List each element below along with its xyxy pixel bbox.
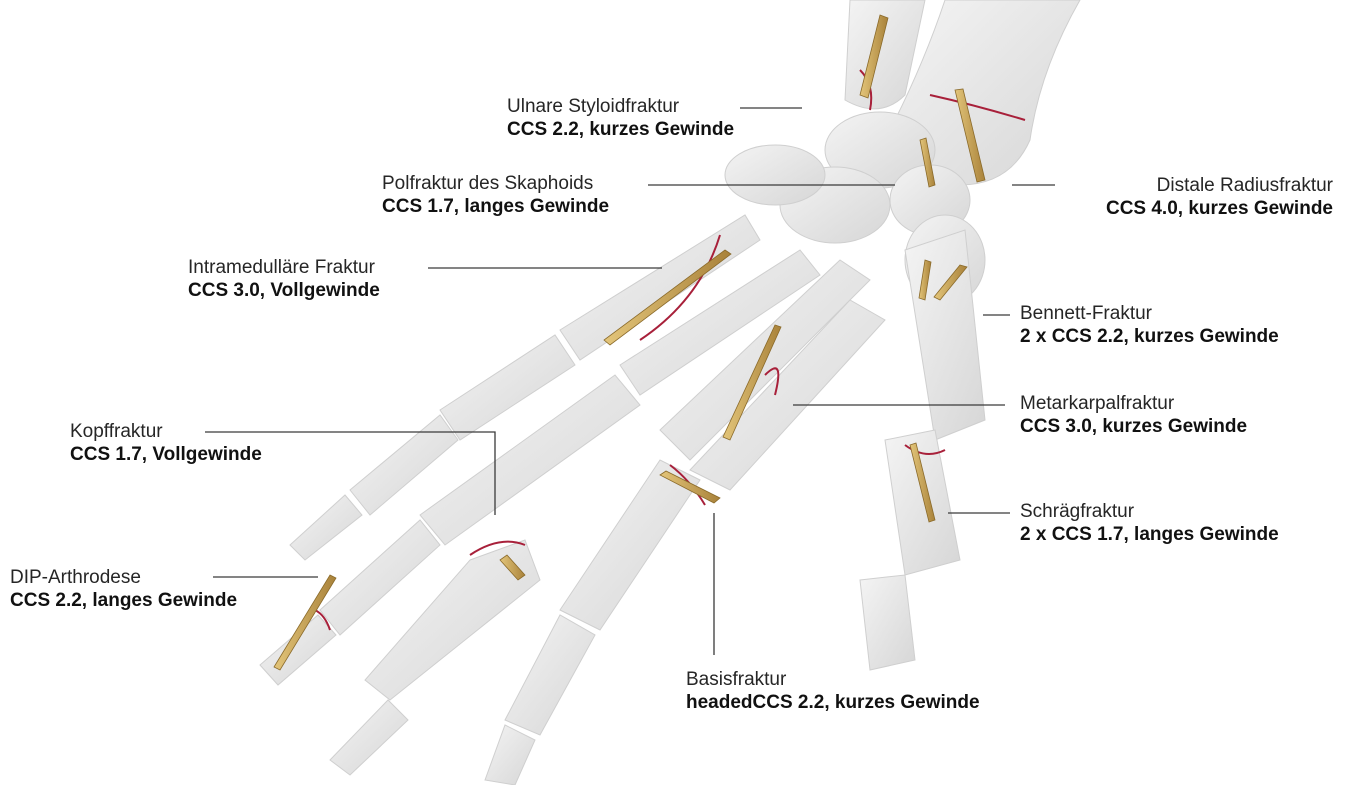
callout-spec: 2 x CCS 2.2, kurzes Gewinde [1020, 325, 1279, 348]
callout-kopffraktur: Kopffraktur CCS 1.7, Vollgewinde [70, 420, 262, 466]
phalanx-bone [330, 700, 408, 775]
callout-title: Basisfraktur [686, 668, 980, 691]
phalanx-bone [560, 460, 700, 630]
callout-title: Kopffraktur [70, 420, 262, 443]
callout-polfraktur-skaphoid: Polfraktur des Skaphoids CCS 1.7, langes… [382, 172, 609, 218]
phalanx-bone [885, 430, 960, 575]
callout-spec: CCS 1.7, langes Gewinde [382, 195, 609, 218]
callout-distale-radiusfraktur: Distale Radiusfraktur CCS 4.0, kurzes Ge… [1065, 174, 1333, 220]
callout-title: Metarkarpalfraktur [1020, 392, 1247, 415]
callout-ulnare-styloidfraktur: Ulnare Styloidfraktur CCS 2.2, kurzes Ge… [507, 95, 733, 141]
callout-schraegfraktur: Schrägfraktur 2 x CCS 1.7, langes Gewind… [1020, 500, 1279, 546]
callout-spec: CCS 2.2, langes Gewinde [10, 589, 237, 612]
callout-title: Distale Radiusfraktur [1065, 174, 1333, 197]
callout-spec: CCS 3.0, Vollgewinde [188, 279, 380, 302]
callout-spec: CCS 1.7, Vollgewinde [70, 443, 262, 466]
phalanx-bone [505, 615, 595, 735]
callout-metakarpalfraktur: Metarkarpalfraktur CCS 3.0, kurzes Gewin… [1020, 392, 1247, 438]
callout-title: Bennett-Fraktur [1020, 302, 1279, 325]
callout-spec: 2 x CCS 1.7, langes Gewinde [1020, 523, 1279, 546]
phalanx-bone [485, 725, 535, 785]
callout-title: Schrägfraktur [1020, 500, 1279, 523]
callout-spec: CCS 3.0, kurzes Gewinde [1020, 415, 1247, 438]
phalanx-bone [860, 575, 915, 670]
callout-spec: headedCCS 2.2, kurzes Gewinde [686, 691, 980, 714]
callout-dip-arthrodese: DIP-Arthrodese CCS 2.2, langes Gewinde [10, 566, 237, 612]
callout-spec: CCS 4.0, kurzes Gewinde [1065, 197, 1333, 220]
carpal-bone [725, 145, 825, 205]
callout-title: Polfraktur des Skaphoids [382, 172, 609, 195]
callout-title: DIP-Arthrodese [10, 566, 237, 589]
phalanx-bone [420, 375, 640, 545]
phalanx-bone [260, 615, 336, 685]
callout-title: Intramedulläre Fraktur [188, 256, 380, 279]
callout-basisfraktur: Basisfraktur headedCCS 2.2, kurzes Gewin… [686, 668, 980, 714]
callout-intramedullaere-fraktur: Intramedulläre Fraktur CCS 3.0, Vollgewi… [188, 256, 380, 302]
phalanx-bone [290, 495, 362, 560]
metacarpal-bone [560, 215, 760, 360]
callout-title: Ulnare Styloidfraktur [507, 95, 733, 118]
callout-bennett-fraktur: Bennett-Fraktur 2 x CCS 2.2, kurzes Gewi… [1020, 302, 1279, 348]
callout-spec: CCS 2.2, kurzes Gewinde [507, 118, 733, 141]
